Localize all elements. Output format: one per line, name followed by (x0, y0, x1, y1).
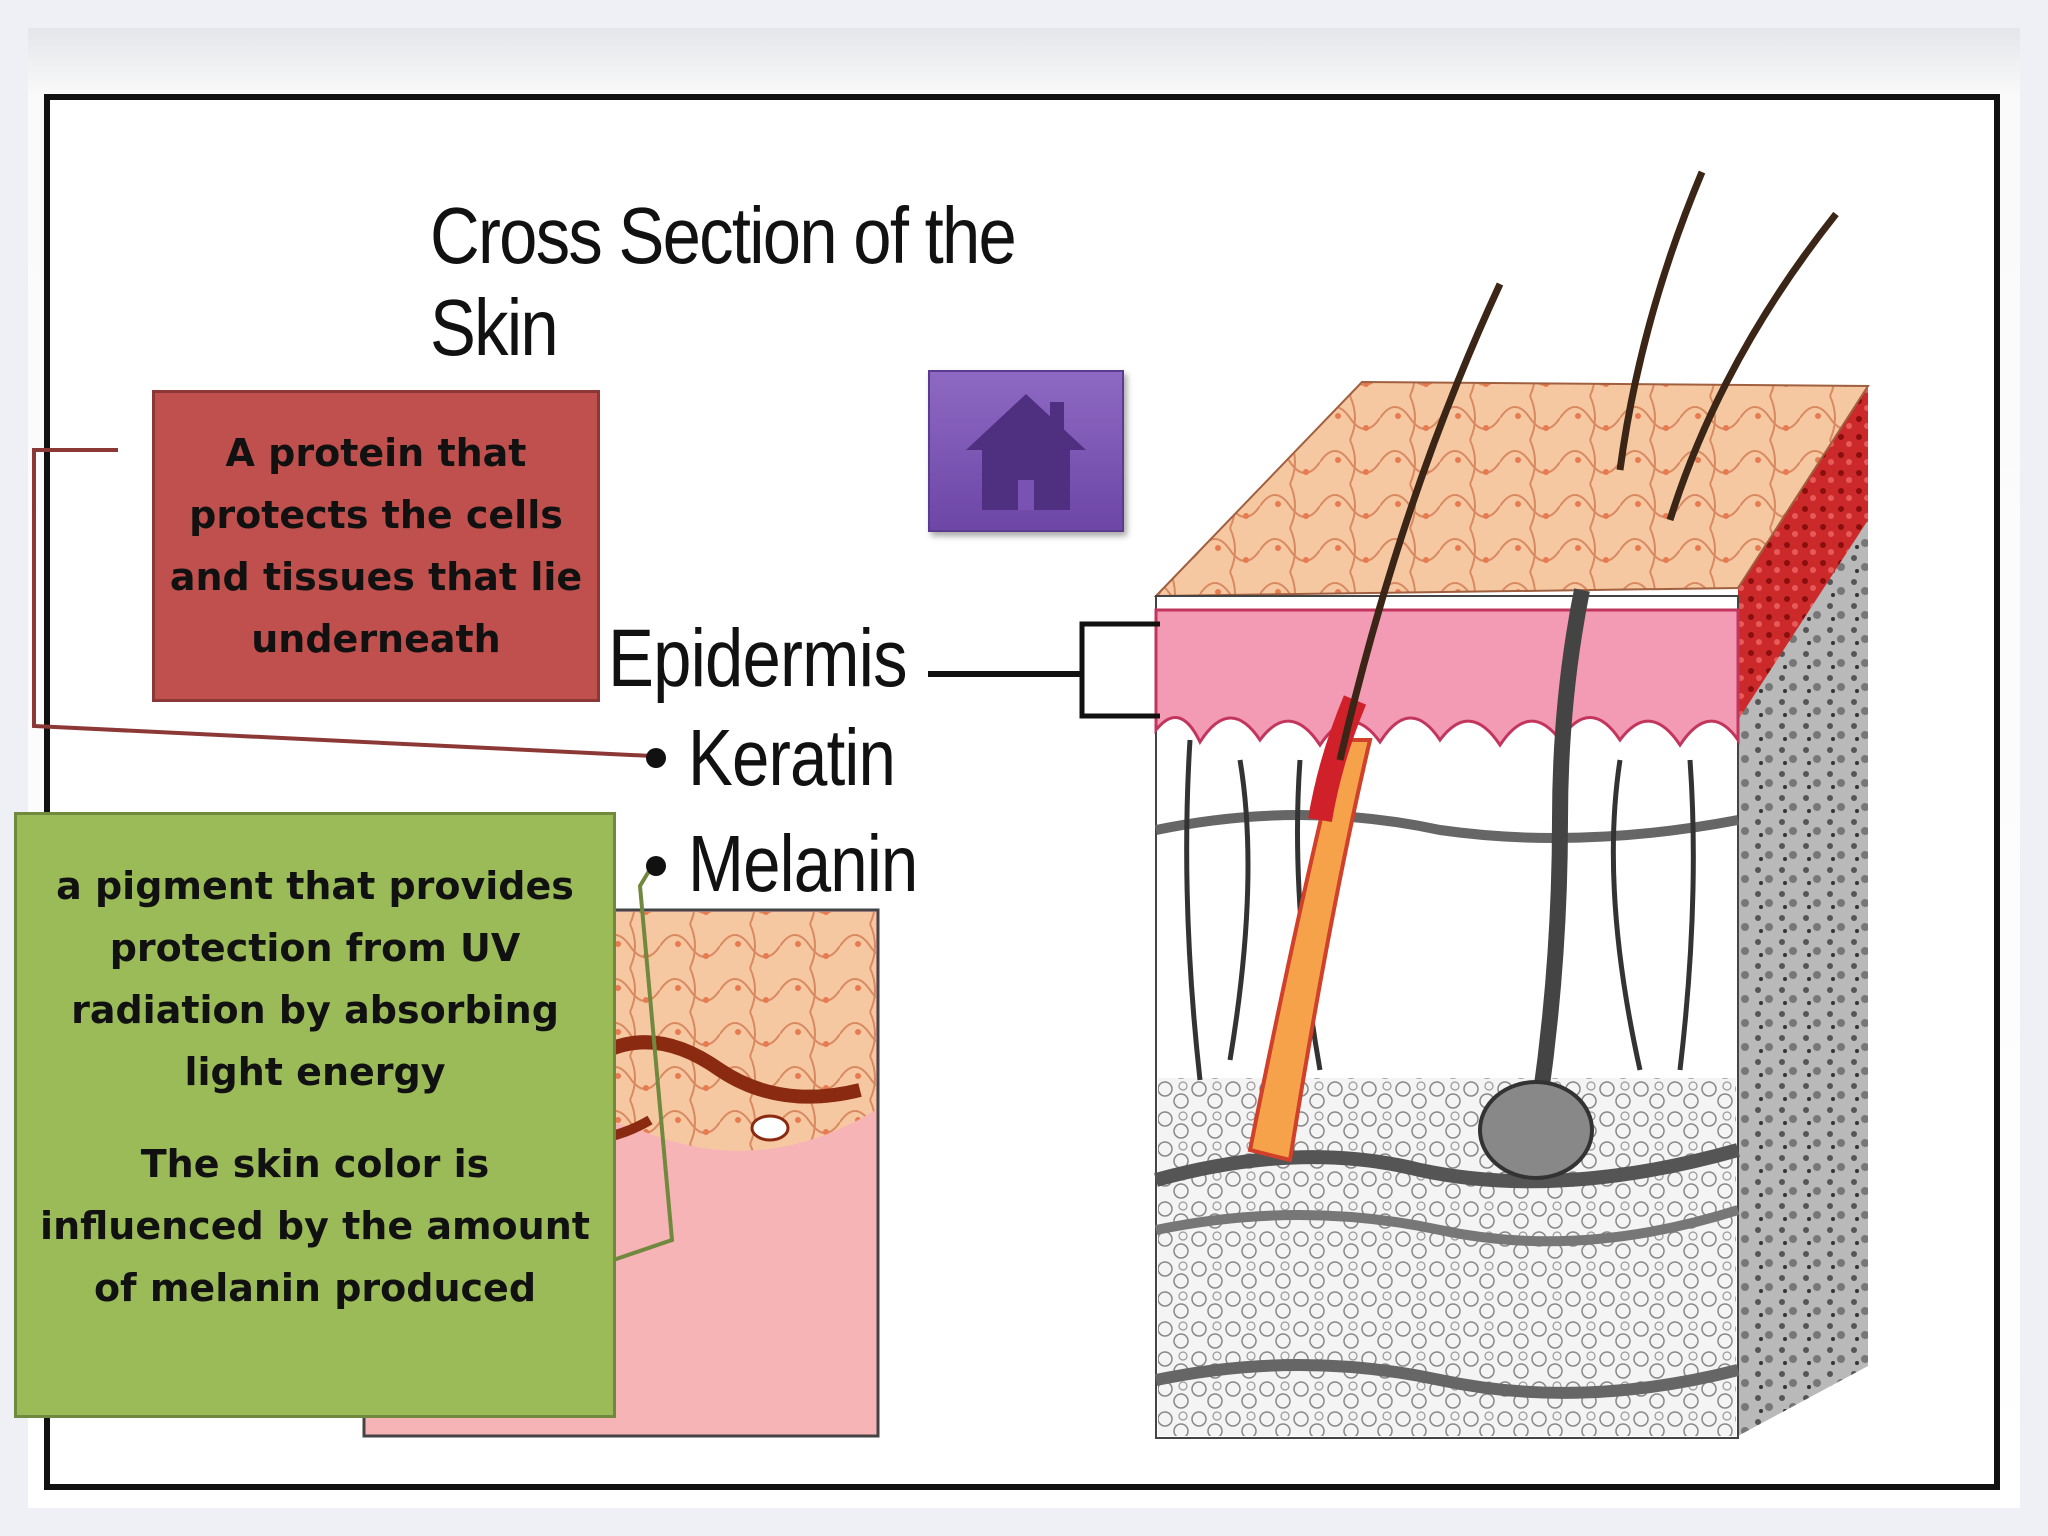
callout-line: a pigment that provides (56, 864, 574, 908)
keratin-definition-callout: A protein that protects the cells and ti… (152, 390, 600, 702)
callout-line: and tissues that lie (169, 555, 583, 599)
melanin-label: Melanin (688, 819, 918, 908)
callout-line: underneath (251, 617, 501, 661)
melanin-leader-line (589, 864, 675, 1270)
epidermis-bracket (928, 621, 1160, 719)
callout-line: A protein that (225, 431, 527, 475)
skin-block (1153, 170, 1870, 1439)
callout-line: protects the cells (189, 493, 563, 537)
home-button[interactable] (928, 370, 1124, 532)
callout-line: of melanin produced (93, 1266, 537, 1310)
keratin-label: Keratin (688, 713, 896, 802)
keratin-leader-line (32, 448, 653, 758)
callout-line: The skin color is (140, 1142, 490, 1186)
callout-line: influenced by the amount (40, 1204, 590, 1248)
melanin-bullet (646, 856, 666, 876)
keratin-bullet (646, 748, 666, 768)
callout-line: light energy (184, 1050, 446, 1094)
slide-title: Cross Section of the Skin (430, 191, 1017, 372)
callout-line: radiation by absorbing (71, 988, 559, 1032)
melanin-definition-callout: a pigment that provides protection from … (14, 812, 616, 1418)
epidermis-label: Epidermis (608, 613, 908, 704)
home-icon (966, 394, 1086, 510)
callout-line: protection from UV (109, 926, 521, 970)
